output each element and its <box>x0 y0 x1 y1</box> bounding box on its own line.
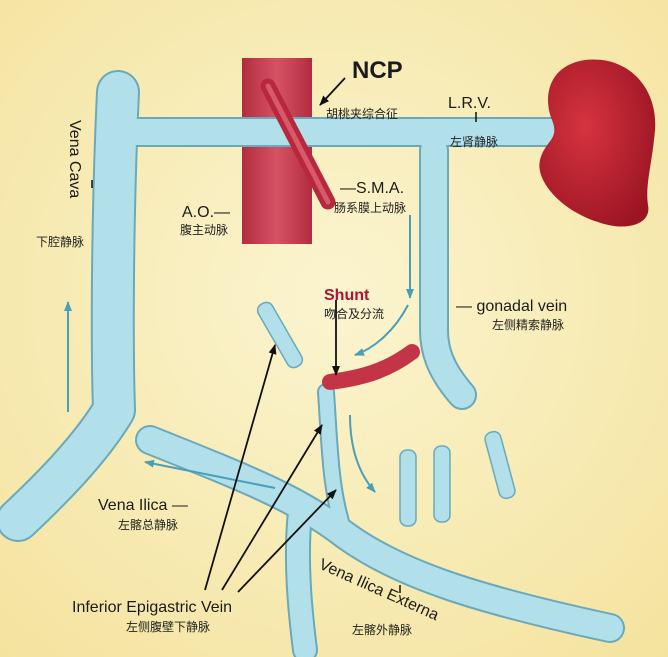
vessel-fragments <box>256 301 516 527</box>
vena-cava-vessel <box>0 72 138 540</box>
ncp-pointer <box>319 77 346 106</box>
left-kidney <box>539 59 656 227</box>
gonadal-vein-vessel <box>421 137 475 408</box>
iev-cn-label: 左侧腹壁下静脉 <box>126 619 210 634</box>
flow-arrow-down <box>349 414 376 493</box>
vena-cava-cn-label: 下腔静脉 <box>36 234 84 249</box>
ao-label: A.O.— <box>182 204 230 221</box>
gonadal-vein-cn-label: 左侧精索静脉 <box>492 317 564 332</box>
vein-fills <box>0 72 623 657</box>
lrv-cn-label: 左肾静脉 <box>450 134 498 149</box>
iev-pointer-1 <box>204 344 277 591</box>
fragment-3 <box>484 430 516 500</box>
ao-cn-label: 腹主动脉 <box>180 222 228 237</box>
inferior-epigastric-vein-vessel <box>319 385 352 542</box>
vena-cava-label: Vena Cava <box>66 120 83 198</box>
shunt-anastomosis <box>322 344 420 390</box>
sma-cn-label: 肠系膜上动脉 <box>334 200 406 215</box>
gonadal-vein-label: — gonadal vein <box>456 298 567 315</box>
shunt-label: Shunt <box>324 287 370 304</box>
fragment-1 <box>399 449 417 527</box>
fragment-2 <box>433 445 451 523</box>
flow-arrow-ilica <box>144 459 276 489</box>
shunt-cn-label: 吻合及分流 <box>324 306 384 321</box>
fragment-upper-left <box>256 301 304 369</box>
lrv-label: L.R.V. <box>448 95 491 112</box>
vena-ilica-label: Vena Ilica — <box>98 497 188 514</box>
internal-iliac-branch <box>286 501 316 657</box>
iev-label: Inferior Epigastric Vein <box>72 599 232 616</box>
iev-pointer-3 <box>237 489 337 593</box>
vena-ilica-cn-label: 左髂总静脉 <box>118 517 178 532</box>
ncp-label: NCP <box>352 57 403 84</box>
flow-arrows <box>64 215 414 493</box>
flow-arrow-shunt <box>354 304 409 356</box>
iev-pointer-2 <box>221 424 323 591</box>
vena-ilica-externa-cn-label: 左髂外静脉 <box>352 622 412 637</box>
pointer-arrows <box>204 77 346 593</box>
ncp-cn-label: 胡桃夹综合征 <box>326 106 398 121</box>
sma-label: —S.M.A. <box>340 180 404 197</box>
